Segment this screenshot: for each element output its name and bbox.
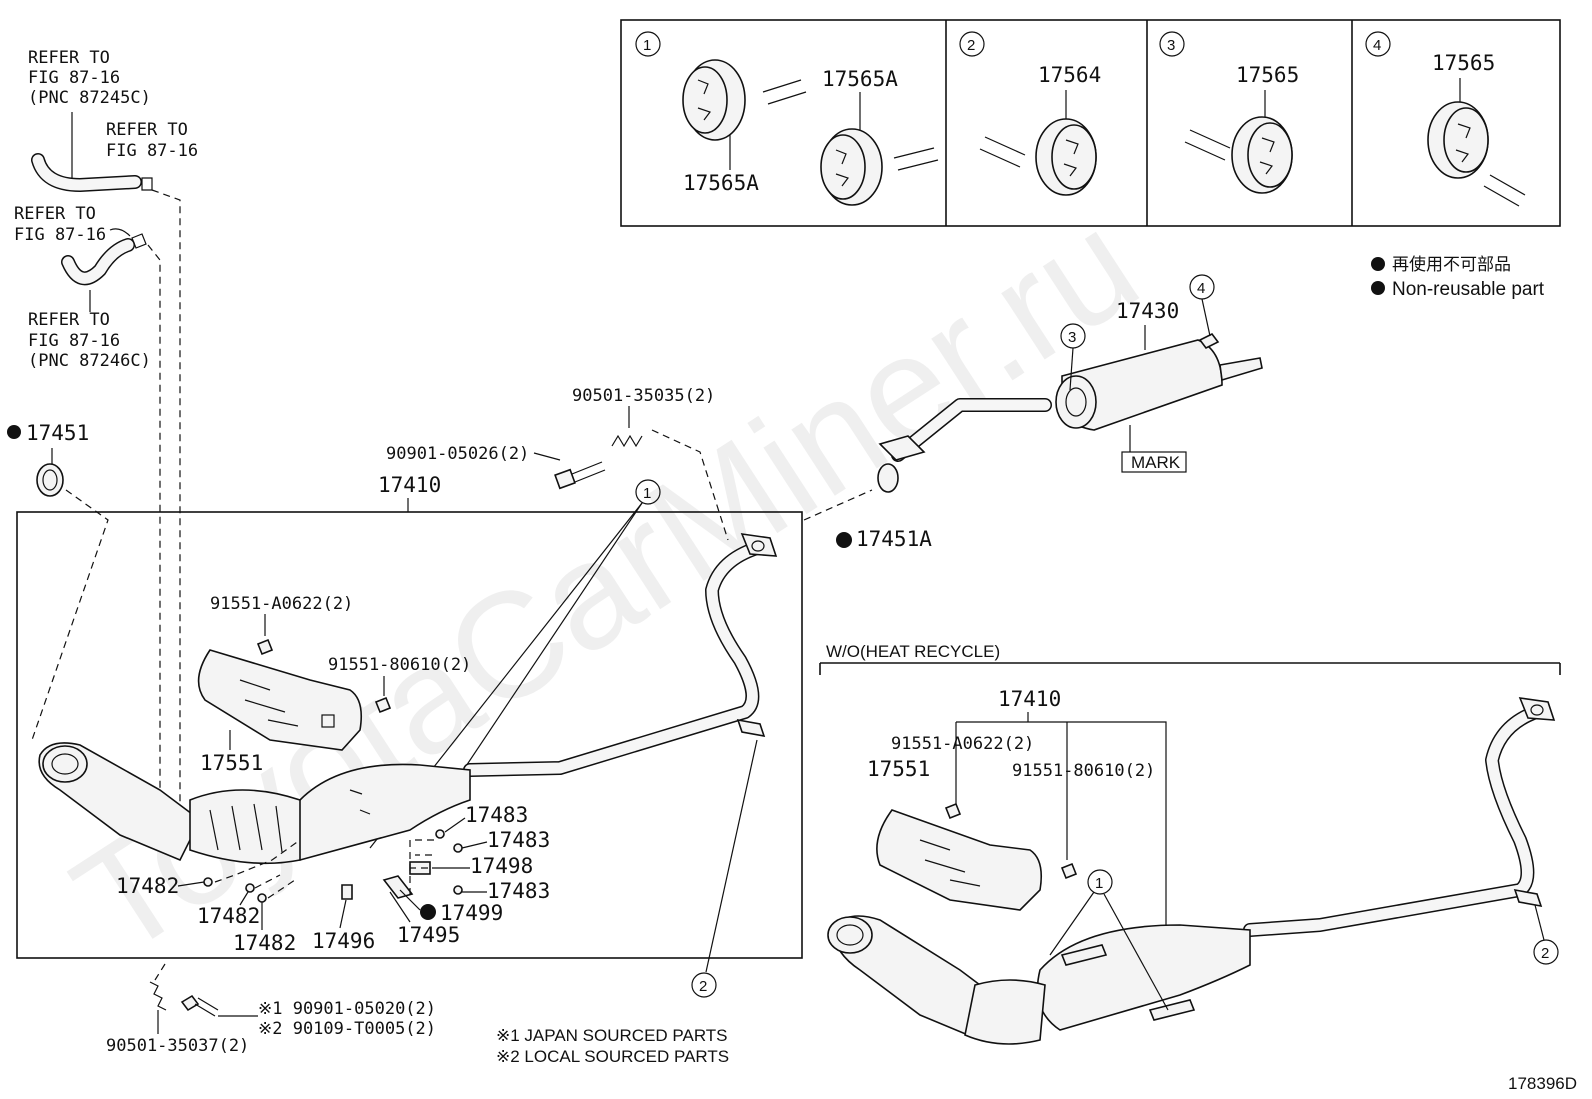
refer-note-2-line2: FIG 87-16 (106, 141, 198, 161)
legend-jp: 再使用不可部品 (1392, 254, 1511, 274)
label-17565A-left: 17565A (683, 171, 759, 195)
legend: 再使用不可部品 Non-reusable part (1371, 254, 1545, 300)
label-91551-80610-main: 91551-80610(2) (328, 655, 471, 675)
label-17565-b: 17565 (1432, 51, 1495, 75)
label-17451: 17451 (26, 421, 89, 445)
inset-4-number: 4 (1373, 37, 1381, 54)
inset-1: 1 17565A 17565A (635, 31, 939, 206)
refer-note-3-line2: FIG 87-16 (14, 225, 106, 245)
label-17495: 17495 (397, 923, 460, 947)
label-17451A: 17451A (856, 527, 932, 551)
gasket-17451A (877, 463, 899, 493)
label-17483-a: 17483 (465, 803, 528, 827)
footnote-local: ※2 LOCAL SOURCED PARTS (496, 1047, 729, 1066)
label-17482-c: 17482 (233, 931, 296, 955)
label-90501-35035: 90501-35035(2) (572, 386, 715, 406)
bolt-91551-A0622 (256, 638, 274, 656)
inset-2: 2 17564 (959, 31, 1101, 196)
refer-note-1-line3: (PNC 87245C) (28, 88, 151, 108)
label-17496: 17496 (312, 929, 375, 953)
hanger-inset-panel: 1 17565A 17565A 2 17564 (620, 19, 1561, 227)
callout-1-main: 1 (643, 485, 651, 502)
legend-bullet-jp (1371, 257, 1385, 271)
refer-note-1-line1: REFER TO (28, 48, 110, 68)
label-91551-80610-variant: 91551-80610(2) (1012, 761, 1155, 781)
refer-note-2-line1: REFER TO (106, 120, 188, 140)
spring-90501-35035 (611, 434, 643, 448)
refer-note-1: REFER TO FIG 87-16 (PNC 87245C) (28, 48, 151, 108)
variant-title: W/O(HEAT RECYCLE) (826, 642, 1000, 661)
gasket-17495 (382, 875, 414, 899)
refer-note-4-line1: REFER TO (28, 310, 110, 330)
main-assembly-box (16, 511, 803, 959)
callout-4-muffler: 4 (1197, 280, 1205, 297)
label-mark: MARK (1131, 453, 1181, 472)
bolt-spring-bottom (149, 981, 219, 1017)
label-17564: 17564 (1038, 63, 1101, 87)
hanger-17565A-lower (820, 128, 883, 206)
hanger-17565A-upper (682, 59, 746, 141)
refer-note-2: REFER TO FIG 87-16 (106, 120, 198, 161)
label-17498: 17498 (470, 854, 533, 878)
refer-note-1-line2: FIG 87-16 (28, 68, 120, 88)
label-91551-A0622-variant: 91551-A0622(2) (891, 734, 1034, 754)
variant-assembly (827, 697, 1556, 1045)
bolt-90901-05026 (554, 461, 606, 490)
inset-1-number: 1 (643, 37, 651, 54)
label-90109-T0005: ※2 90109-T0005(2) (258, 1019, 436, 1039)
hose-lower (61, 228, 147, 312)
callout-2-variant: 2 (1541, 945, 1549, 962)
label-17565A-right: 17565A (822, 67, 898, 91)
label-17410-variant: 17410 (998, 687, 1061, 711)
heat-insulator-17551 (197, 649, 363, 751)
callout-2-main: 2 (699, 978, 707, 995)
plug-17496 (341, 884, 353, 900)
spring-90501-35037 (149, 981, 167, 1011)
bolt-90901-05020 (180, 994, 200, 1012)
label-17565-a: 17565 (1236, 63, 1299, 87)
tail-pipe-muffler-17430 (878, 332, 1263, 462)
label-90901-05026: 90901-05026(2) (386, 444, 529, 464)
callout-1-variant: 1 (1095, 875, 1103, 892)
label-17499: 17499 (440, 901, 503, 925)
label-17551-variant: 17551 (867, 757, 930, 781)
legend-bullet-en (1371, 281, 1385, 295)
refer-note-4: REFER TO FIG 87-16 (PNC 87246C) (28, 310, 151, 371)
bolt-91551-80610 (374, 696, 392, 714)
label-17482-a: 17482 (116, 874, 179, 898)
inset-2-number: 2 (967, 37, 975, 54)
front-pipe-converter (38, 742, 301, 865)
refer-note-3-line1: REFER TO (14, 204, 96, 224)
inset-3: 3 17565 (1159, 31, 1299, 194)
legend-en: Non-reusable part (1392, 279, 1545, 300)
label-17551-main: 17551 (200, 751, 263, 775)
label-17483-b: 17483 (487, 828, 550, 852)
refer-note-3: REFER TO FIG 87-16 (14, 204, 106, 245)
inset-4: 4 17565 (1365, 31, 1526, 207)
gasket-17451: 17451 (7, 421, 109, 741)
label-17430: 17430 (1116, 299, 1179, 323)
callout-3-muffler: 3 (1068, 329, 1076, 346)
diagram-code: 178396D (1508, 1074, 1577, 1093)
label-90501-35037: 90501-35037(2) (106, 1036, 249, 1056)
label-17483-c: 17483 (487, 879, 550, 903)
footnote-japan: ※1 JAPAN SOURCED PARTS (496, 1026, 728, 1045)
refer-note-4-line3: (PNC 87246C) (28, 351, 151, 371)
inset-3-number: 3 (1167, 37, 1175, 54)
label-90901-05020: ※1 90901-05020(2) (258, 999, 436, 1019)
label-91551-A0622-main: 91551-A0622(2) (210, 594, 353, 614)
refer-note-4-line2: FIG 87-16 (28, 331, 120, 351)
label-17410-main: 17410 (378, 473, 441, 497)
label-17482-b: 17482 (197, 904, 260, 928)
